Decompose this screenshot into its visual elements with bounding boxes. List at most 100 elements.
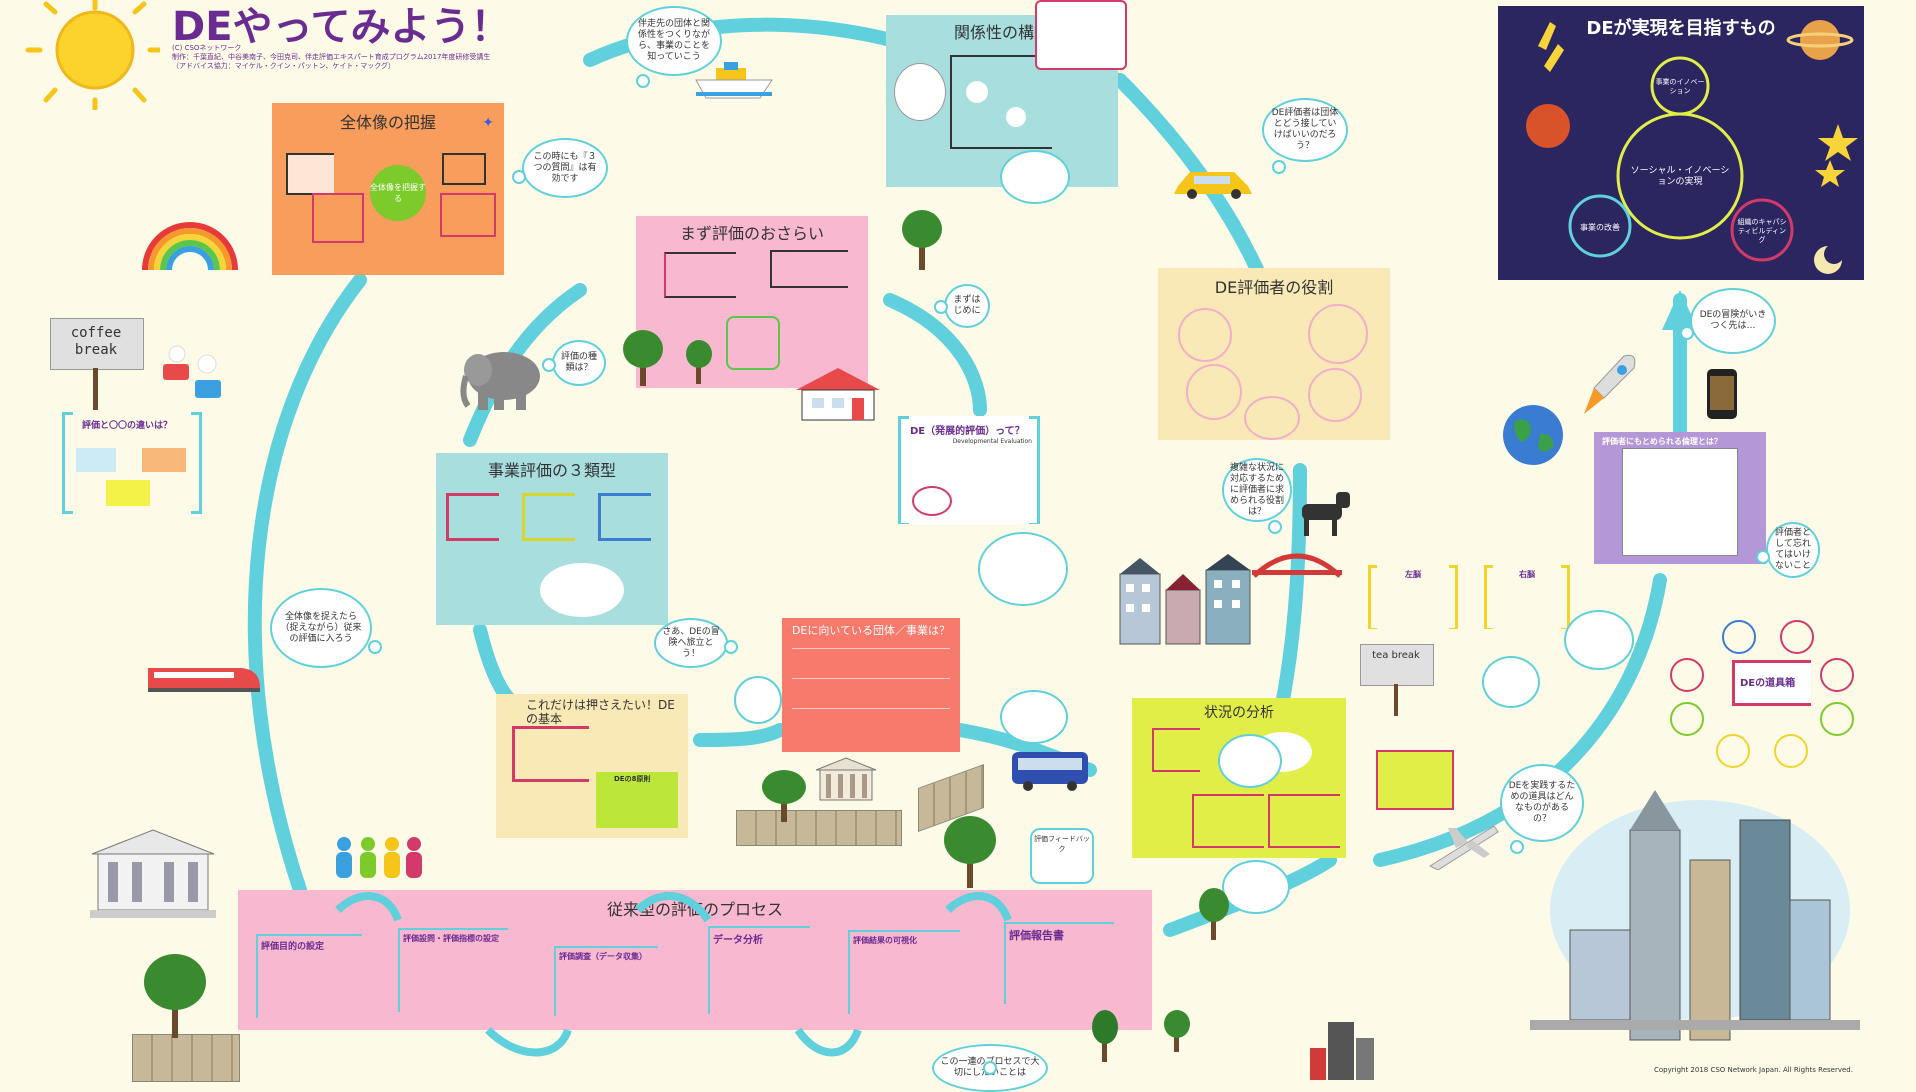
- step-1-label: 評価目的の設定: [261, 942, 325, 952]
- de-what-sub: Developmental Evaluation: [952, 438, 1032, 445]
- tea-break-label: tea break: [1372, 650, 1420, 661]
- rocket-icon: [1584, 354, 1636, 414]
- diff-card-2: [142, 448, 186, 472]
- panel-process[interactable]: 従来型の評価のプロセス 評価目的の設定 評価設問・評価指標の設定 評価調査（デー…: [238, 890, 1152, 1030]
- panel-mokuhyou-title: DEが実現を目指すもの: [1586, 18, 1776, 39]
- panel-kihon-title: これだけは押さえたい！DEの基本: [526, 698, 675, 726]
- stone-base: [132, 1034, 240, 1082]
- town-houses-icon: [1119, 554, 1251, 645]
- bubble-small-6: [1482, 656, 1540, 708]
- credit-line-1: (C) CSOネットワーク: [172, 44, 242, 52]
- bubble-kankei: 伴走先の団体と関係性をつくりながら、事業のことを知っていこう: [626, 6, 722, 88]
- difference-panel[interactable]: 評価と〇〇の違いは？: [62, 408, 202, 516]
- step-3-label: 評価調査（データ収集）: [559, 952, 647, 961]
- tree-icon: [684, 340, 714, 384]
- panel-sanrui-title: 事業評価の３類型: [487, 461, 616, 480]
- goal-diagram: [1526, 20, 1858, 274]
- panel-zentai-title: 全体像の把握: [339, 113, 436, 132]
- bubble-juurai: 全体像を捉えたら（捉えながら）従来の評価に入ろう: [270, 588, 382, 668]
- bank-icon: [815, 757, 877, 801]
- tree-icon: [942, 816, 998, 888]
- step-6-label: 評価報告書: [1009, 929, 1064, 942]
- panel-kankei-title: 関係性の構築: [953, 23, 1050, 42]
- panel-zentai[interactable]: 全体像の把握 ✦ 全体像を把握する: [272, 103, 504, 275]
- zentai-circle: 全体像を把握する: [370, 165, 426, 221]
- panel-saho[interactable]: 左脳: [1368, 565, 1458, 629]
- step-5[interactable]: 評価結果の可視化: [848, 930, 960, 1014]
- tree-icon: [1162, 1010, 1192, 1052]
- panel-kihon[interactable]: これだけは押さえたい！DEの基本 DEの8原則: [496, 694, 688, 838]
- panel-de-what[interactable]: DE（発展的評価）って？ Developmental Evaluation: [898, 416, 1040, 524]
- panel-muiteru[interactable]: DEに向いている団体／事業は？: [782, 618, 960, 752]
- stone-wall-1: [736, 810, 902, 846]
- tree-icon: [620, 330, 666, 386]
- memo-card: [1035, 0, 1127, 70]
- de-what-title: DE（発展的評価）って？: [910, 426, 1025, 437]
- step-2[interactable]: 評価設問・評価指標の設定: [398, 928, 508, 1012]
- bubble-bouken: さあ、DEの冒険へ旅立とう！: [654, 618, 738, 668]
- bubble-mittsu: この時にも『３つの質問』は有効です: [512, 138, 608, 198]
- panel-joukyou-title: 状況の分析: [1204, 705, 1274, 721]
- bubble-de-hyoukasha: DE評価者は団体とどう接していけばいいのだろう？: [1262, 98, 1348, 174]
- credit-line-2: 制作：千葉直紀、中谷美南子、今田克司、伴走評価エキスパート育成プログラム2017…: [172, 53, 491, 61]
- panel-mokuhyou[interactable]: DEが実現を目指すもの ソーシャル・イノベーションの実現 事業のイノベーション …: [1498, 6, 1864, 280]
- kihon-sub: DEの8原則: [614, 775, 651, 783]
- bubble-small-1: [1000, 150, 1070, 204]
- train-icon: [148, 668, 260, 692]
- tree-icon: [760, 770, 808, 822]
- ship-icon: [695, 62, 773, 99]
- tea-break-sign: [1360, 644, 1434, 686]
- globe-icon: [1503, 405, 1563, 465]
- coffee-break-sign: [50, 318, 144, 370]
- butterfly-icon: ✦: [482, 115, 494, 131]
- bubble-dougu: DEを実践するための道具はどんなものがあるの？: [1500, 764, 1584, 854]
- tree-icon: [1196, 888, 1232, 940]
- panel-dougubako[interactable]: DEの道具箱: [1670, 610, 1880, 780]
- city-skyline-icon: [1530, 790, 1860, 1041]
- taxi-icon: [1174, 172, 1252, 199]
- panel-muiteru-title: DEに向いている団体／事業は？: [791, 624, 951, 637]
- coffee-break-label: coffee break: [70, 325, 122, 358]
- tree-icon: [1090, 1010, 1120, 1062]
- rainbow-icon: [142, 222, 238, 271]
- sun-icon: [25, 0, 160, 110]
- step-4-label: データ分析: [713, 935, 763, 946]
- dougubako-center: [1732, 660, 1811, 706]
- museum-icon: [90, 829, 216, 918]
- copyright: Copyright 2018 CSO Network Japan. All Ri…: [1654, 1066, 1853, 1074]
- feedback-card[interactable]: 評価フィードバック: [1030, 828, 1094, 884]
- house-icon: [796, 368, 880, 421]
- bubble-mazu: まずはじめに: [934, 284, 990, 328]
- factory-icon: [1310, 1022, 1374, 1080]
- step-1[interactable]: 評価目的の設定: [256, 934, 362, 1018]
- motomerareru-title: 評価者にもとめられる倫理とは？: [1602, 437, 1722, 446]
- bubble-taisetsu: この一連のプロセスで大切にしたいことは: [932, 1044, 1048, 1092]
- panel-uno[interactable]: 右脳: [1484, 565, 1570, 629]
- step-2-label: 評価設問・評価指標の設定: [403, 934, 499, 943]
- diff-card-3: [106, 480, 150, 506]
- goal-center: ソーシャル・イノベーションの実現: [1630, 166, 1730, 187]
- diff-card-1: [76, 448, 116, 472]
- panel-motomerareru[interactable]: 評価者にもとめられる倫理とは？: [1594, 432, 1766, 564]
- bubble-small-7: [1564, 610, 1634, 670]
- dougubako-title: DEの道具箱: [1740, 678, 1796, 689]
- goal-top: 事業のイノベーション: [1655, 78, 1705, 95]
- bubble-small-3: [1000, 690, 1068, 744]
- tea-sign-post: [1394, 684, 1398, 716]
- panel-yakuwari[interactable]: DE評価者の役割: [1158, 268, 1390, 440]
- bridge-icon: [1252, 553, 1342, 578]
- bubble-small-4: [1218, 734, 1282, 788]
- page-title: DEやってみよう！: [172, 4, 511, 50]
- panel-yakuwari-title: DE評価者の役割: [1214, 278, 1334, 297]
- bus-icon: [1012, 752, 1088, 791]
- difference-title: 評価と〇〇の違いは？: [82, 421, 173, 431]
- panel-osarai[interactable]: まず評価のおさらい: [636, 216, 868, 388]
- step-3[interactable]: 評価調査（データ収集）: [554, 946, 658, 1016]
- coffee-sign-post: [93, 368, 98, 410]
- uno-title: 右脳: [1519, 570, 1535, 579]
- step-4[interactable]: データ分析: [708, 926, 810, 1014]
- panel-sanrui[interactable]: 事業評価の３類型: [436, 453, 668, 625]
- bubble-ikitsuku: DEの冒険がいきつく先は…: [1680, 288, 1776, 354]
- joukyou-side-card: [1376, 750, 1454, 810]
- step-6[interactable]: 評価報告書: [1004, 922, 1114, 1004]
